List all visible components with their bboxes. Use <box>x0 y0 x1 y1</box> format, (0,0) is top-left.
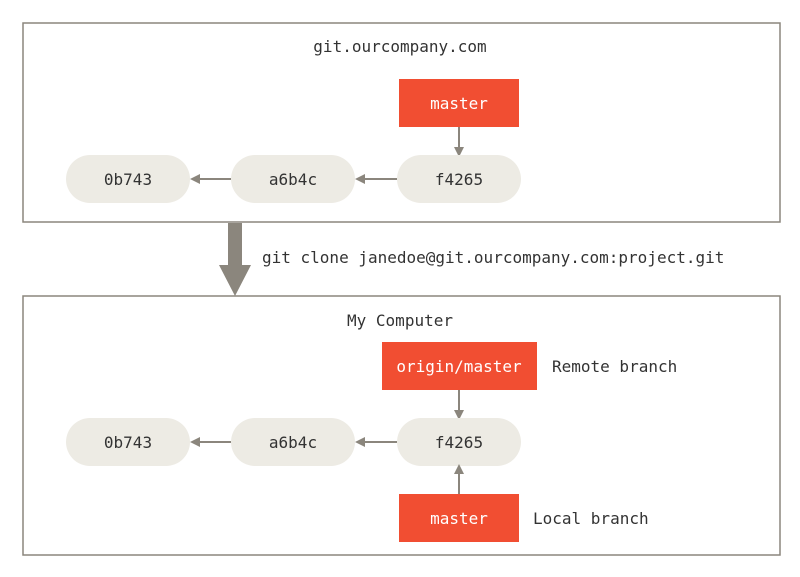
local-commit-f4265: f4265 <box>397 418 521 466</box>
local-commit-f4265-label: f4265 <box>435 433 483 452</box>
clone-arrow <box>219 223 251 296</box>
clone-command: git clone janedoe@git.ourcompany.com:pro… <box>262 248 724 267</box>
local-commit-0b743: 0b743 <box>66 418 190 466</box>
local-computer-box: My Computer origin/master Remote branch … <box>22 295 781 556</box>
local-branch-note: Local branch <box>533 509 649 528</box>
remote-branch-note: Remote branch <box>552 357 677 376</box>
remote-commit-0b743: 0b743 <box>66 155 190 203</box>
local-master-branch: master <box>399 494 519 542</box>
remote-server-box: git.ourcompany.com master 0b743 a6b4c f4… <box>22 22 781 223</box>
origin-master-branch: origin/master <box>382 342 537 390</box>
remote-commit-a6b4c: a6b4c <box>231 155 355 203</box>
local-master-label: master <box>430 509 488 528</box>
local-commit-a6b4c: a6b4c <box>231 418 355 466</box>
local-computer-title: My Computer <box>347 311 453 330</box>
origin-master-label: origin/master <box>396 357 522 376</box>
remote-master-label: master <box>430 94 488 113</box>
remote-master-branch: master <box>399 79 519 127</box>
local-commit-0b743-label: 0b743 <box>104 433 152 452</box>
remote-commit-f4265-label: f4265 <box>435 170 483 189</box>
local-commit-a6b4c-label: a6b4c <box>269 433 317 452</box>
remote-commit-a6b4c-label: a6b4c <box>269 170 317 189</box>
remote-commit-0b743-label: 0b743 <box>104 170 152 189</box>
remote-commit-f4265: f4265 <box>397 155 521 203</box>
remote-server-title: git.ourcompany.com <box>313 37 486 56</box>
